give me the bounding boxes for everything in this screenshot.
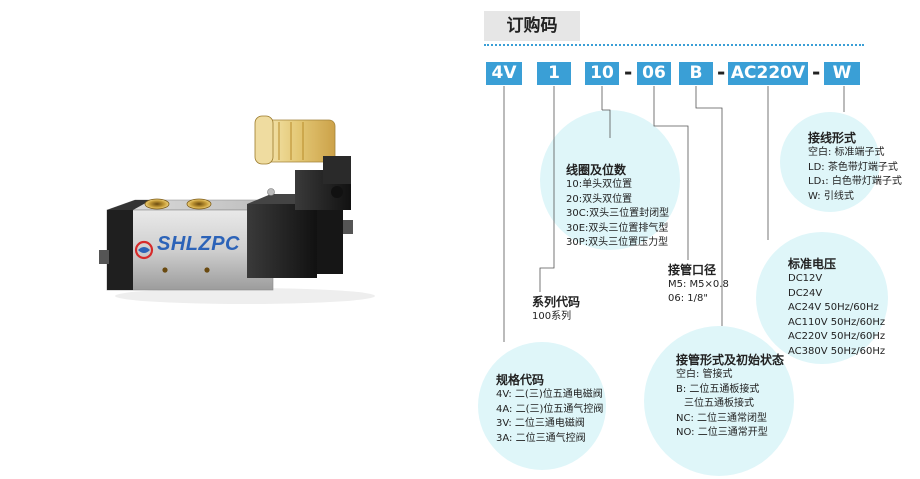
port-line: 06: 1/8" bbox=[668, 293, 708, 304]
voltage-line: DC24V bbox=[788, 287, 823, 299]
bubble-spec bbox=[478, 342, 606, 470]
coil-line: 30E:双头三位置排气型 bbox=[566, 222, 669, 234]
wiring-info: 接线形式 空白: 标准端子式 LD: 茶色带灯端子式 LD₁: 白色带灯端子式 … bbox=[808, 130, 902, 204]
wiring-line: W: 引线式 bbox=[808, 190, 854, 202]
port-info: 接管口径 M5: M5×0.8 06: 1/8" bbox=[668, 262, 729, 306]
series-line: 100系列 bbox=[532, 311, 572, 322]
spec-heading: 规格代码 bbox=[496, 373, 545, 387]
voltage-line: AC220V 50Hz/60Hz bbox=[788, 331, 886, 342]
bubble-wiring bbox=[780, 112, 880, 212]
port-line: M5: M5×0.8 bbox=[668, 279, 729, 290]
connection-line: NO: 二位三通常开型 bbox=[676, 427, 768, 438]
coil-info: 线圈及位数 10:单头双位置 20:双头双位置 30C:双头三位置封闭型 30E… bbox=[566, 162, 669, 251]
coil-heading: 线圈及位数 bbox=[566, 163, 627, 177]
connection-heading: 接管形式及初始状态 bbox=[676, 353, 785, 367]
spec-line: 4V: 二(三)位五通电磁阀 bbox=[496, 389, 603, 400]
coil-line: 10:单头双位置 bbox=[566, 179, 633, 190]
connection-line: B: 二位五通板接式 bbox=[676, 383, 760, 395]
connection-line: NC: 二位三通常闭型 bbox=[676, 412, 768, 424]
bubble-connection bbox=[644, 326, 794, 476]
code-box-port: 06 bbox=[637, 62, 671, 85]
connection-info: 接管形式及初始状态 空白: 管接式 B: 二位五通板接式 三位五通板接式 NC:… bbox=[676, 352, 784, 441]
code-box-connection: B bbox=[679, 62, 713, 85]
connector-connection bbox=[695, 86, 723, 326]
series-info: 系列代码 100系列 bbox=[532, 294, 580, 324]
voltage-heading: 标准电压 bbox=[788, 257, 837, 271]
brand-logo-text: SHLZPC bbox=[157, 233, 240, 255]
wiring-line: 空白: 标准端子式 bbox=[808, 147, 885, 158]
solenoid-valve-illustration bbox=[99, 115, 375, 304]
port-heading: 接管口径 bbox=[668, 263, 717, 277]
code-box-wiring: W bbox=[824, 62, 860, 85]
spec-info: 规格代码 4V: 二(三)位五通电磁阀 4A: 二(三)位五通气控阀 3V: 二… bbox=[496, 372, 603, 446]
code-box-coil: 10 bbox=[585, 62, 619, 85]
connection-line: 三位五通板接式 bbox=[684, 398, 754, 409]
code-box-spec: 4V bbox=[486, 62, 522, 85]
voltage-line: AC110V 50Hz/60Hz bbox=[788, 316, 886, 328]
connector-port bbox=[653, 86, 689, 260]
spec-line: 3A: 二位三通气控阀 bbox=[496, 432, 586, 444]
voltage-line: DC12V bbox=[788, 273, 823, 284]
spec-line: 3V: 二位三通电磁阀 bbox=[496, 418, 585, 429]
spec-line: 4A: 二(三)位五通气控阀 bbox=[496, 403, 604, 415]
connector-series bbox=[539, 86, 555, 292]
coil-line: 20:双头双位置 bbox=[566, 193, 633, 205]
title-divider bbox=[484, 44, 864, 46]
voltage-info: 标准电压 DC12V DC24V AC24V 50Hz/60Hz AC110V … bbox=[788, 256, 885, 359]
wiring-heading: 接线形式 bbox=[808, 131, 857, 145]
series-heading: 系列代码 bbox=[532, 295, 581, 309]
code-box-voltage: AC220V bbox=[728, 62, 808, 85]
code-dash: - bbox=[624, 60, 633, 84]
wiring-line: LD₁: 白色带灯端子式 bbox=[808, 176, 902, 187]
coil-line: 30P:双头三位置压力型 bbox=[566, 237, 669, 248]
connection-line: 空白: 管接式 bbox=[676, 369, 733, 380]
voltage-line: AC24V 50Hz/60Hz bbox=[788, 302, 879, 313]
wiring-line: LD: 茶色带灯端子式 bbox=[808, 161, 898, 173]
code-dash: - bbox=[717, 60, 726, 84]
order-code-title: 订购码 bbox=[484, 11, 580, 41]
voltage-line: AC380V 50Hz/60Hz bbox=[788, 345, 886, 357]
code-box-series: 1 bbox=[537, 62, 571, 85]
connector-coil-bend bbox=[602, 109, 611, 138]
code-dash: - bbox=[812, 60, 821, 84]
bubble-voltage bbox=[756, 232, 888, 364]
coil-line: 30C:双头三位置封闭型 bbox=[566, 208, 670, 219]
